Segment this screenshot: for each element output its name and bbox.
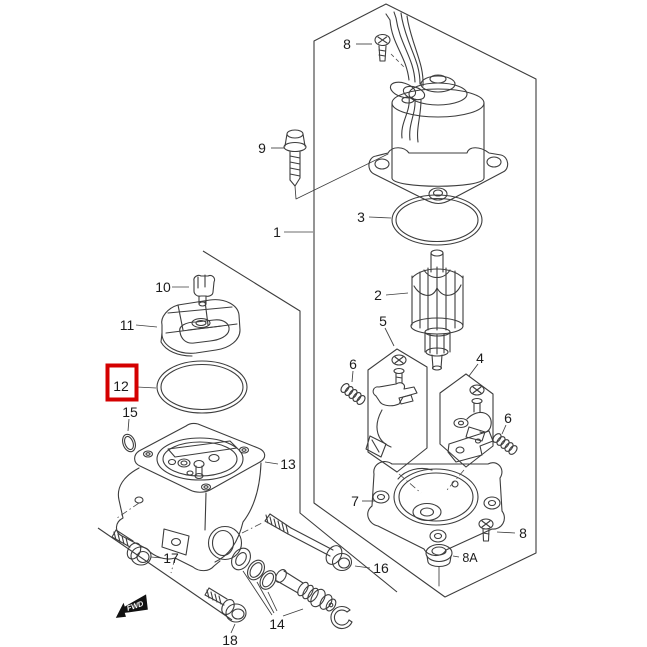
pump-body xyxy=(115,422,266,572)
electric-motor xyxy=(368,74,509,205)
callout-1[interactable]: 1 xyxy=(273,224,281,240)
assembly-axis-left xyxy=(398,473,422,494)
callout-8A[interactable]: 8A xyxy=(462,551,478,565)
callouts: 8 9 1 3 2 5 4 6 6 7 8 8A 16 10 11 12 15 … xyxy=(113,36,527,647)
callout-7[interactable]: 7 xyxy=(351,493,359,509)
callout-8-bottom[interactable]: 8 xyxy=(519,525,527,541)
callout-11[interactable]: 11 xyxy=(120,317,135,333)
callout-13[interactable]: 13 xyxy=(280,456,296,472)
callout-8-top[interactable]: 8 xyxy=(343,36,351,52)
motor-o-ring xyxy=(391,194,483,246)
callout-18[interactable]: 18 xyxy=(222,632,238,647)
screw-alignment-dash xyxy=(390,53,405,68)
reservoir-plate xyxy=(160,299,241,357)
motor-screw-top xyxy=(374,33,391,62)
callout-5[interactable]: 5 xyxy=(379,313,387,329)
fwd-arrow-icon xyxy=(115,594,148,618)
pump-assembly-group-box xyxy=(202,250,398,593)
body-screw-18 xyxy=(204,587,247,623)
motor-assembly-group-box xyxy=(313,3,537,598)
callout-2[interactable]: 2 xyxy=(374,287,382,303)
pump-o-ring-12 xyxy=(156,360,248,414)
fwd-marker: FWD xyxy=(115,594,148,618)
body-axis-left xyxy=(116,502,140,519)
callout-17[interactable]: 17 xyxy=(163,550,179,566)
armature xyxy=(410,249,464,371)
end-cap-screw xyxy=(478,518,494,542)
callout-3[interactable]: 3 xyxy=(357,209,365,225)
pump-group-lower-edge xyxy=(97,527,233,621)
valve-kit-14 xyxy=(231,547,353,630)
callout-4[interactable]: 4 xyxy=(476,350,484,366)
small-o-ring-15 xyxy=(122,433,136,453)
callout-6-left[interactable]: 6 xyxy=(349,356,357,372)
callout-16[interactable]: 16 xyxy=(373,560,389,576)
callout-14[interactable]: 14 xyxy=(269,616,285,632)
callout-9[interactable]: 9 xyxy=(258,140,266,156)
brush-holder-assembly-4 xyxy=(439,373,494,468)
through-bolt-16 xyxy=(264,513,353,572)
brush-holder-assembly-5 xyxy=(365,348,428,473)
body-axis-right xyxy=(241,521,265,534)
assembly-axis-right xyxy=(446,469,465,491)
brush-spring-right xyxy=(492,433,518,455)
callout-12[interactable]: 12 xyxy=(113,378,129,394)
mount-bolt-9 xyxy=(283,129,389,200)
motor-end-cap xyxy=(367,461,505,557)
grommet-8A xyxy=(425,543,453,587)
body-axis-bottom xyxy=(170,557,176,574)
body-screw-17 xyxy=(111,529,152,566)
leader-lines xyxy=(127,43,516,634)
callout-10[interactable]: 10 xyxy=(155,279,171,295)
reservoir-cap xyxy=(193,274,216,307)
brush-spring-left xyxy=(340,383,366,405)
callout-15[interactable]: 15 xyxy=(122,404,138,420)
highlight-box-part-12 xyxy=(105,363,139,402)
callout-6-right[interactable]: 6 xyxy=(504,410,512,426)
